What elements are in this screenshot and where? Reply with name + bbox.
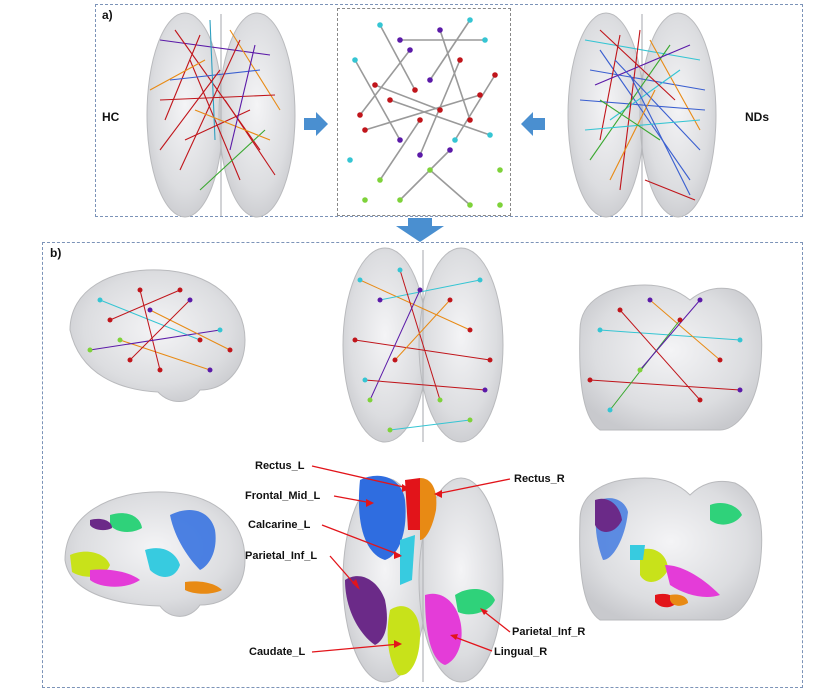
- panel-a-frame: [95, 4, 803, 217]
- axial-network-brain: [342, 247, 504, 443]
- region-calcarine-l-coronal: [630, 545, 645, 560]
- region-label-rectus-l: Rectus_L: [255, 460, 305, 472]
- region-calcarine-l: [400, 535, 415, 585]
- axial-connections: [354, 269, 491, 431]
- sagittal-network-brain: [69, 269, 246, 402]
- panel-a-label: a): [102, 8, 113, 22]
- arrow-down-icon: [396, 218, 444, 242]
- region-rectus-r-coronal: [670, 594, 688, 606]
- region-label-lingual-r: Lingual_R: [494, 646, 548, 658]
- region-label-parietal-inf-l: Parietal_Inf_L: [245, 550, 318, 562]
- hc-brain: [146, 12, 296, 218]
- axial-nodes: [352, 267, 493, 433]
- region-label-parietal-inf-r: Parietal_Inf_R: [512, 626, 586, 638]
- region-frontal-mid-l: [358, 475, 406, 560]
- coronal-network-brain: [579, 284, 763, 431]
- hc-label: HC: [102, 110, 120, 124]
- region-parietal-inf-l-coronal: [595, 498, 622, 532]
- panel-b-frame: [42, 242, 803, 688]
- coronal-regions: [595, 498, 742, 608]
- panel-b-label: b): [50, 246, 62, 260]
- region-parietal-inf-r-coronal: [710, 503, 742, 525]
- sagittal-regions: [70, 510, 222, 594]
- region-rectus-r: [420, 478, 437, 540]
- region-parietal-inf-l: [345, 576, 387, 645]
- region-lingual-r-sagittal: [90, 569, 140, 587]
- nds-label: NDs: [745, 110, 770, 124]
- region-lingual-r-coronal: [665, 565, 720, 597]
- sagittal-connections: [89, 289, 231, 371]
- region-label-calcarine-l: Calcarine_L: [248, 519, 311, 531]
- coronal-nodes: [587, 297, 743, 413]
- region-caudate-l: [387, 606, 420, 676]
- sagittal-nodes: [87, 287, 233, 373]
- center-network-frame: [337, 8, 511, 216]
- region-label-caudate-l: Caudate_L: [249, 646, 306, 658]
- region-caudate-l-coronal: [640, 548, 668, 582]
- region-label-rectus-r: Rectus_R: [514, 473, 565, 485]
- nds-brain: [567, 12, 717, 218]
- region-rectus-l: [405, 478, 420, 530]
- region-calcarine-l-sagittal: [145, 548, 180, 577]
- leader-lines: [311, 465, 511, 653]
- region-label-frontal-mid-l: Frontal_Mid_L: [245, 490, 321, 502]
- region-lingual-r: [425, 593, 462, 665]
- coronal-connections: [589, 299, 741, 411]
- arrow-left-icon: [521, 112, 545, 136]
- nds-connections: [579, 29, 706, 201]
- region-parietal-inf-r: [455, 588, 495, 615]
- hc-connections: [149, 19, 281, 191]
- center-network-edges: [354, 19, 496, 206]
- arrow-right-icon: [304, 112, 328, 136]
- region-parietal-inf-r-sagittal: [110, 513, 142, 532]
- axial-regions: [345, 475, 495, 676]
- region-frontal-mid-l-sagittal: [170, 510, 216, 570]
- region-caudate-l-sagittal: [90, 518, 112, 531]
- region-rectus-r-sagittal: [185, 581, 222, 594]
- center-network-nodes: [347, 17, 503, 208]
